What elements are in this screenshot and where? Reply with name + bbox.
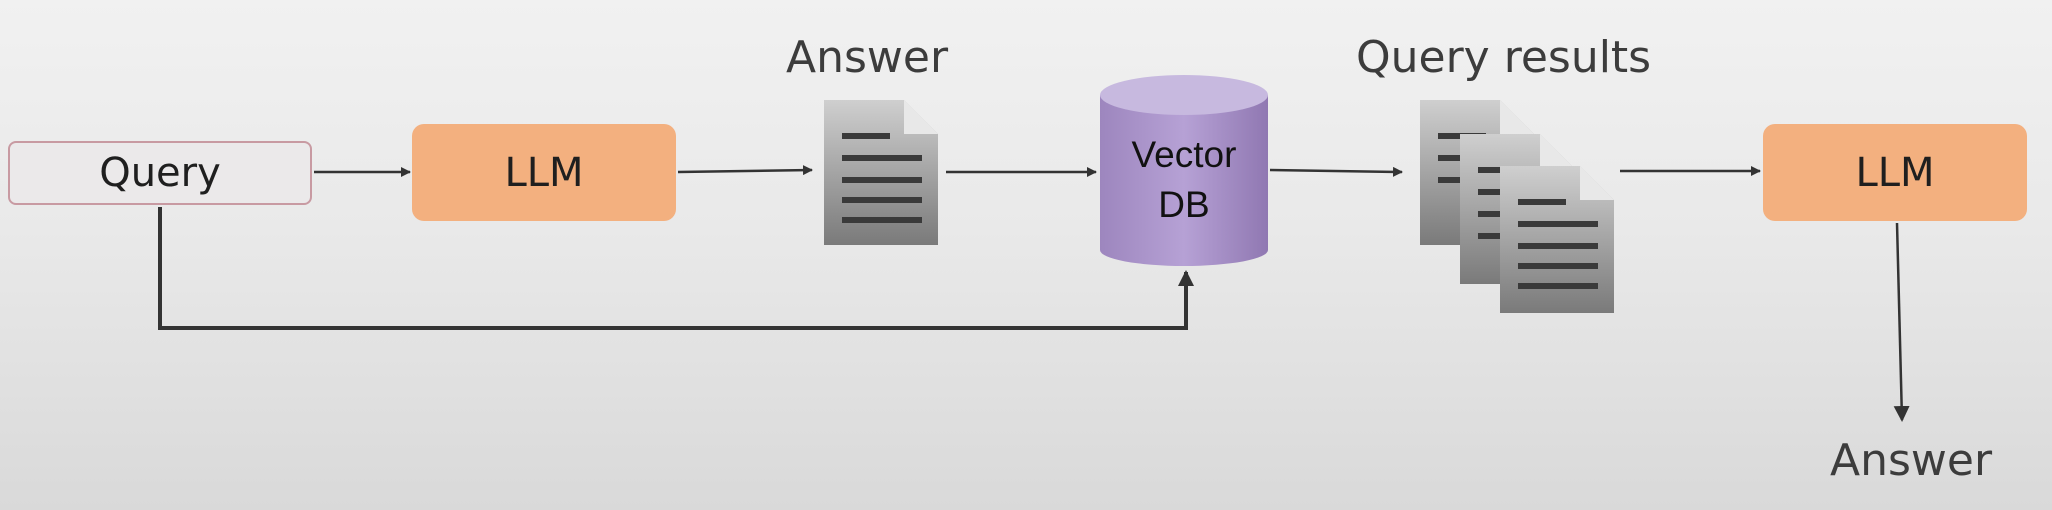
query-node: Query bbox=[8, 141, 312, 205]
answer-caption-bottom: Answer bbox=[1830, 435, 1993, 486]
arrow-db-to-results bbox=[1269, 166, 1403, 177]
query-results-caption: Query results bbox=[1356, 32, 1652, 83]
arrow-llm-to-answer-bottom bbox=[1893, 222, 1910, 422]
database-icon bbox=[1100, 75, 1268, 266]
answer-caption-top: Answer bbox=[786, 32, 949, 83]
arrow-query-to-db bbox=[158, 207, 1194, 330]
arrow-llm-to-answer bbox=[677, 165, 813, 176]
llm-node-second: LLM bbox=[1763, 124, 2027, 221]
vector-db-label-line1: Vector bbox=[1131, 134, 1237, 175]
document-stack-icon bbox=[1420, 100, 1614, 313]
llm-node-first: LLM bbox=[412, 124, 676, 221]
vector-db-label-line2: DB bbox=[1158, 184, 1210, 225]
vector-db-label: Vector DB bbox=[1100, 130, 1268, 230]
document-icon bbox=[824, 100, 938, 245]
